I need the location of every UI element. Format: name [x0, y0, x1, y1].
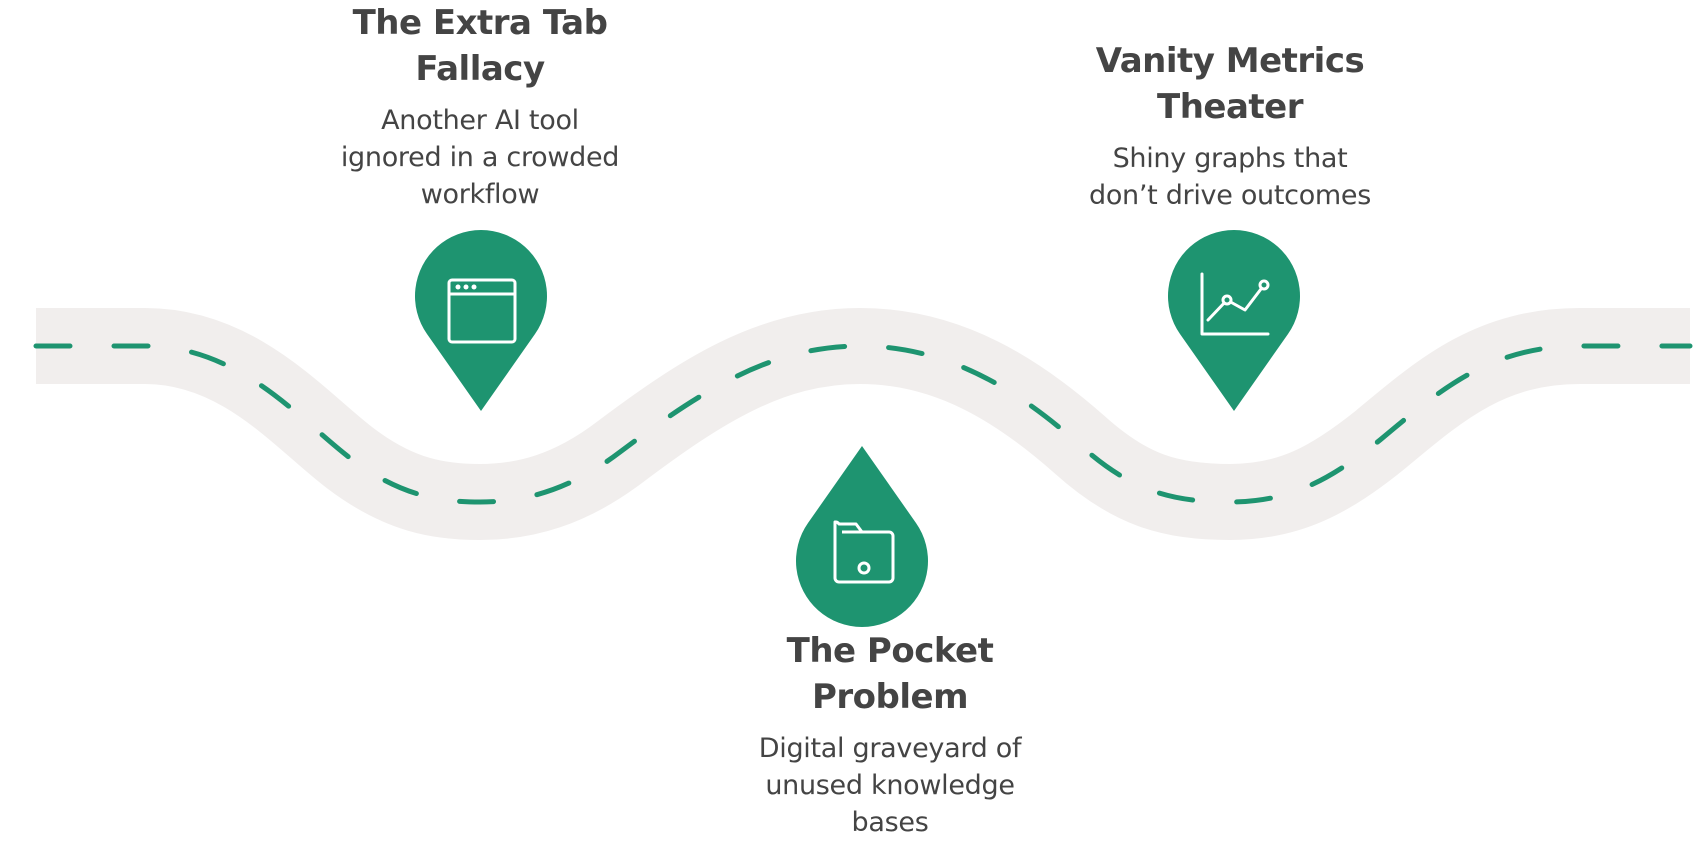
- line-chart-icon: [1200, 272, 1270, 336]
- title-line: The Extra Tab: [352, 3, 608, 43]
- title-line: Theater: [1157, 87, 1303, 127]
- marker-pocket-problem: [796, 446, 929, 627]
- milestone-title: The Pocket Problem: [690, 628, 1090, 720]
- milestone-description: Another AI tool ignored in a crowded wor…: [280, 102, 680, 213]
- pin-up: [796, 446, 929, 627]
- title-line: The Pocket: [786, 631, 994, 671]
- desc-line: ignored in a crowded: [340, 142, 620, 173]
- marker-extra-tab: [415, 230, 547, 411]
- desc-line: Another AI tool: [381, 105, 579, 136]
- desc-line: Digital graveyard of: [758, 733, 1022, 764]
- desc-line: workflow: [420, 179, 540, 210]
- milestone-pocket-problem: The Pocket Problem Digital graveyard of …: [690, 628, 1090, 841]
- desc-line: unused knowledge: [765, 770, 1015, 801]
- milestone-description: Shiny graphs that don’t drive outcomes: [1030, 140, 1430, 214]
- desc-line: bases: [851, 807, 929, 838]
- milestone-vanity-metrics: Vanity Metrics Theater Shiny graphs that…: [1030, 38, 1430, 214]
- milestone-description: Digital graveyard of unused knowledge ba…: [690, 730, 1090, 841]
- folder-icon: [833, 520, 895, 584]
- title-line: Vanity Metrics: [1095, 41, 1365, 81]
- desc-line: Shiny graphs that: [1112, 143, 1348, 174]
- browser-window-icon: [447, 278, 517, 344]
- desc-line: don’t drive outcomes: [1089, 180, 1371, 211]
- milestone-extra-tab: The Extra Tab Fallacy Another AI tool ig…: [280, 0, 680, 213]
- pin-down: [1168, 230, 1300, 411]
- marker-vanity-metrics: [1168, 230, 1300, 411]
- title-line: Fallacy: [415, 49, 545, 89]
- road: [36, 308, 1690, 540]
- milestone-title: The Extra Tab Fallacy: [280, 0, 680, 92]
- title-line: Problem: [811, 677, 969, 717]
- pin-down: [415, 230, 547, 411]
- milestone-title: Vanity Metrics Theater: [1030, 38, 1430, 130]
